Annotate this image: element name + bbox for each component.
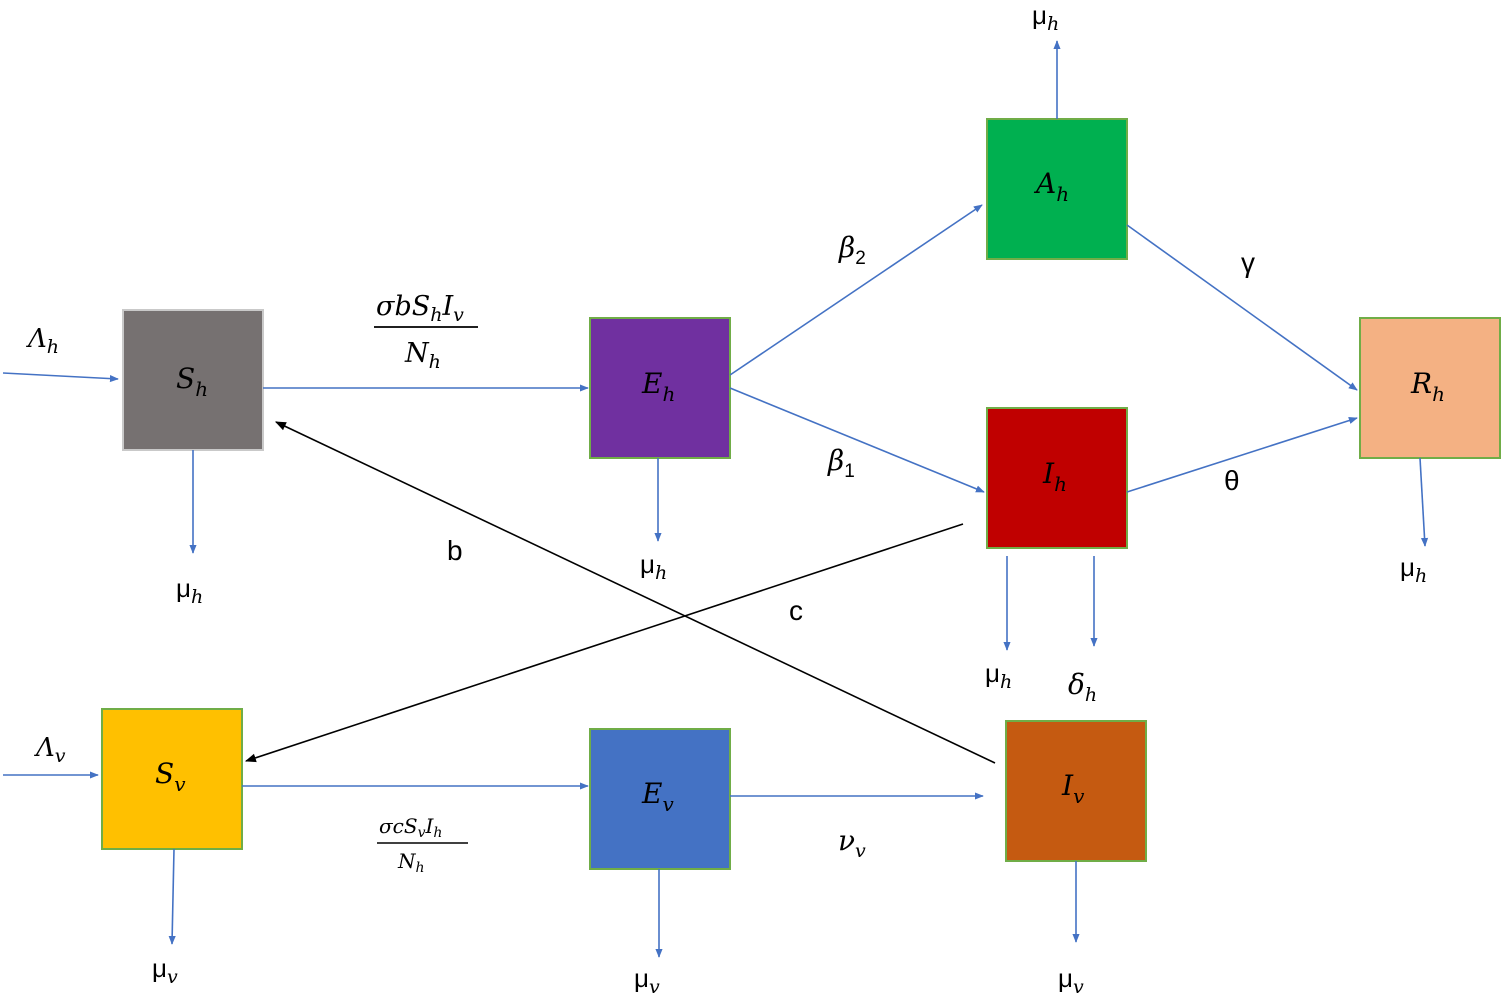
label-Iv: Iv — [1061, 769, 1085, 808]
label-theta: θ — [1224, 465, 1240, 496]
label-mu-v-Iv: μv — [1058, 963, 1084, 998]
label-lambda-v: Λv — [34, 733, 66, 767]
label-Ih: Ih — [1042, 457, 1067, 496]
label-Sv: Sv — [155, 757, 186, 796]
label-Ev: Ev — [641, 777, 674, 816]
arrow-Rh-death — [1419, 457, 1429, 547]
box-Ih — [986, 407, 1128, 549]
label-human-infection-numerator: σbShIv — [376, 291, 464, 326]
box-Rh — [1359, 317, 1501, 459]
label-human-infection-denominator: Nh — [404, 338, 441, 373]
label-c: c — [789, 595, 803, 626]
label-delta-h: δh — [1068, 668, 1097, 706]
arrow-Eh-to-Ah — [729, 204, 983, 376]
label-beta-2: β2 — [838, 231, 866, 269]
label-mu-h-Eh: μh — [640, 549, 667, 584]
label-Sh: Sh — [176, 362, 208, 401]
box-Ev — [589, 728, 731, 870]
label-mu-v-Ev: μv — [634, 963, 660, 998]
label-mu-h-Rh: μh — [1400, 552, 1427, 587]
label-nu-v: νv — [838, 824, 866, 862]
arrow-Sv-death — [168, 848, 176, 945]
label-mu-h-Ih: μh — [985, 658, 1012, 693]
label-Ah: Ah — [1033, 167, 1069, 206]
label-mu-h-Sh: μh — [176, 573, 203, 608]
arrow-Ah-to-Rh — [1126, 224, 1358, 391]
label-b: b — [447, 535, 463, 566]
label-beta-1: β1 — [827, 444, 855, 482]
label-vector-infection-numerator: σcSvIh — [379, 814, 442, 841]
box-Iv — [1005, 720, 1147, 862]
arrow-Ih-to-Sv — [244, 523, 964, 763]
box-Sv — [101, 708, 243, 850]
label-gamma: γ — [1241, 247, 1255, 278]
arrow-Ih-to-Rh — [1126, 417, 1358, 493]
label-vector-infection-denominator: Nh — [397, 849, 425, 876]
label-Rh: Rh — [1410, 367, 1445, 406]
label-lambda-h: Λh — [26, 324, 59, 358]
arrow-Iv-to-Sh — [275, 421, 996, 764]
label-mu-v-Sv: μv — [152, 953, 178, 988]
arrow-Eh-to-Ih — [729, 387, 985, 493]
arrow-recruitment-h — [2, 372, 119, 383]
box-Eh — [589, 317, 731, 459]
label-mu-h-Ah: μh — [1032, 0, 1059, 35]
label-Eh: Eh — [641, 367, 675, 406]
box-Sh — [122, 309, 264, 451]
